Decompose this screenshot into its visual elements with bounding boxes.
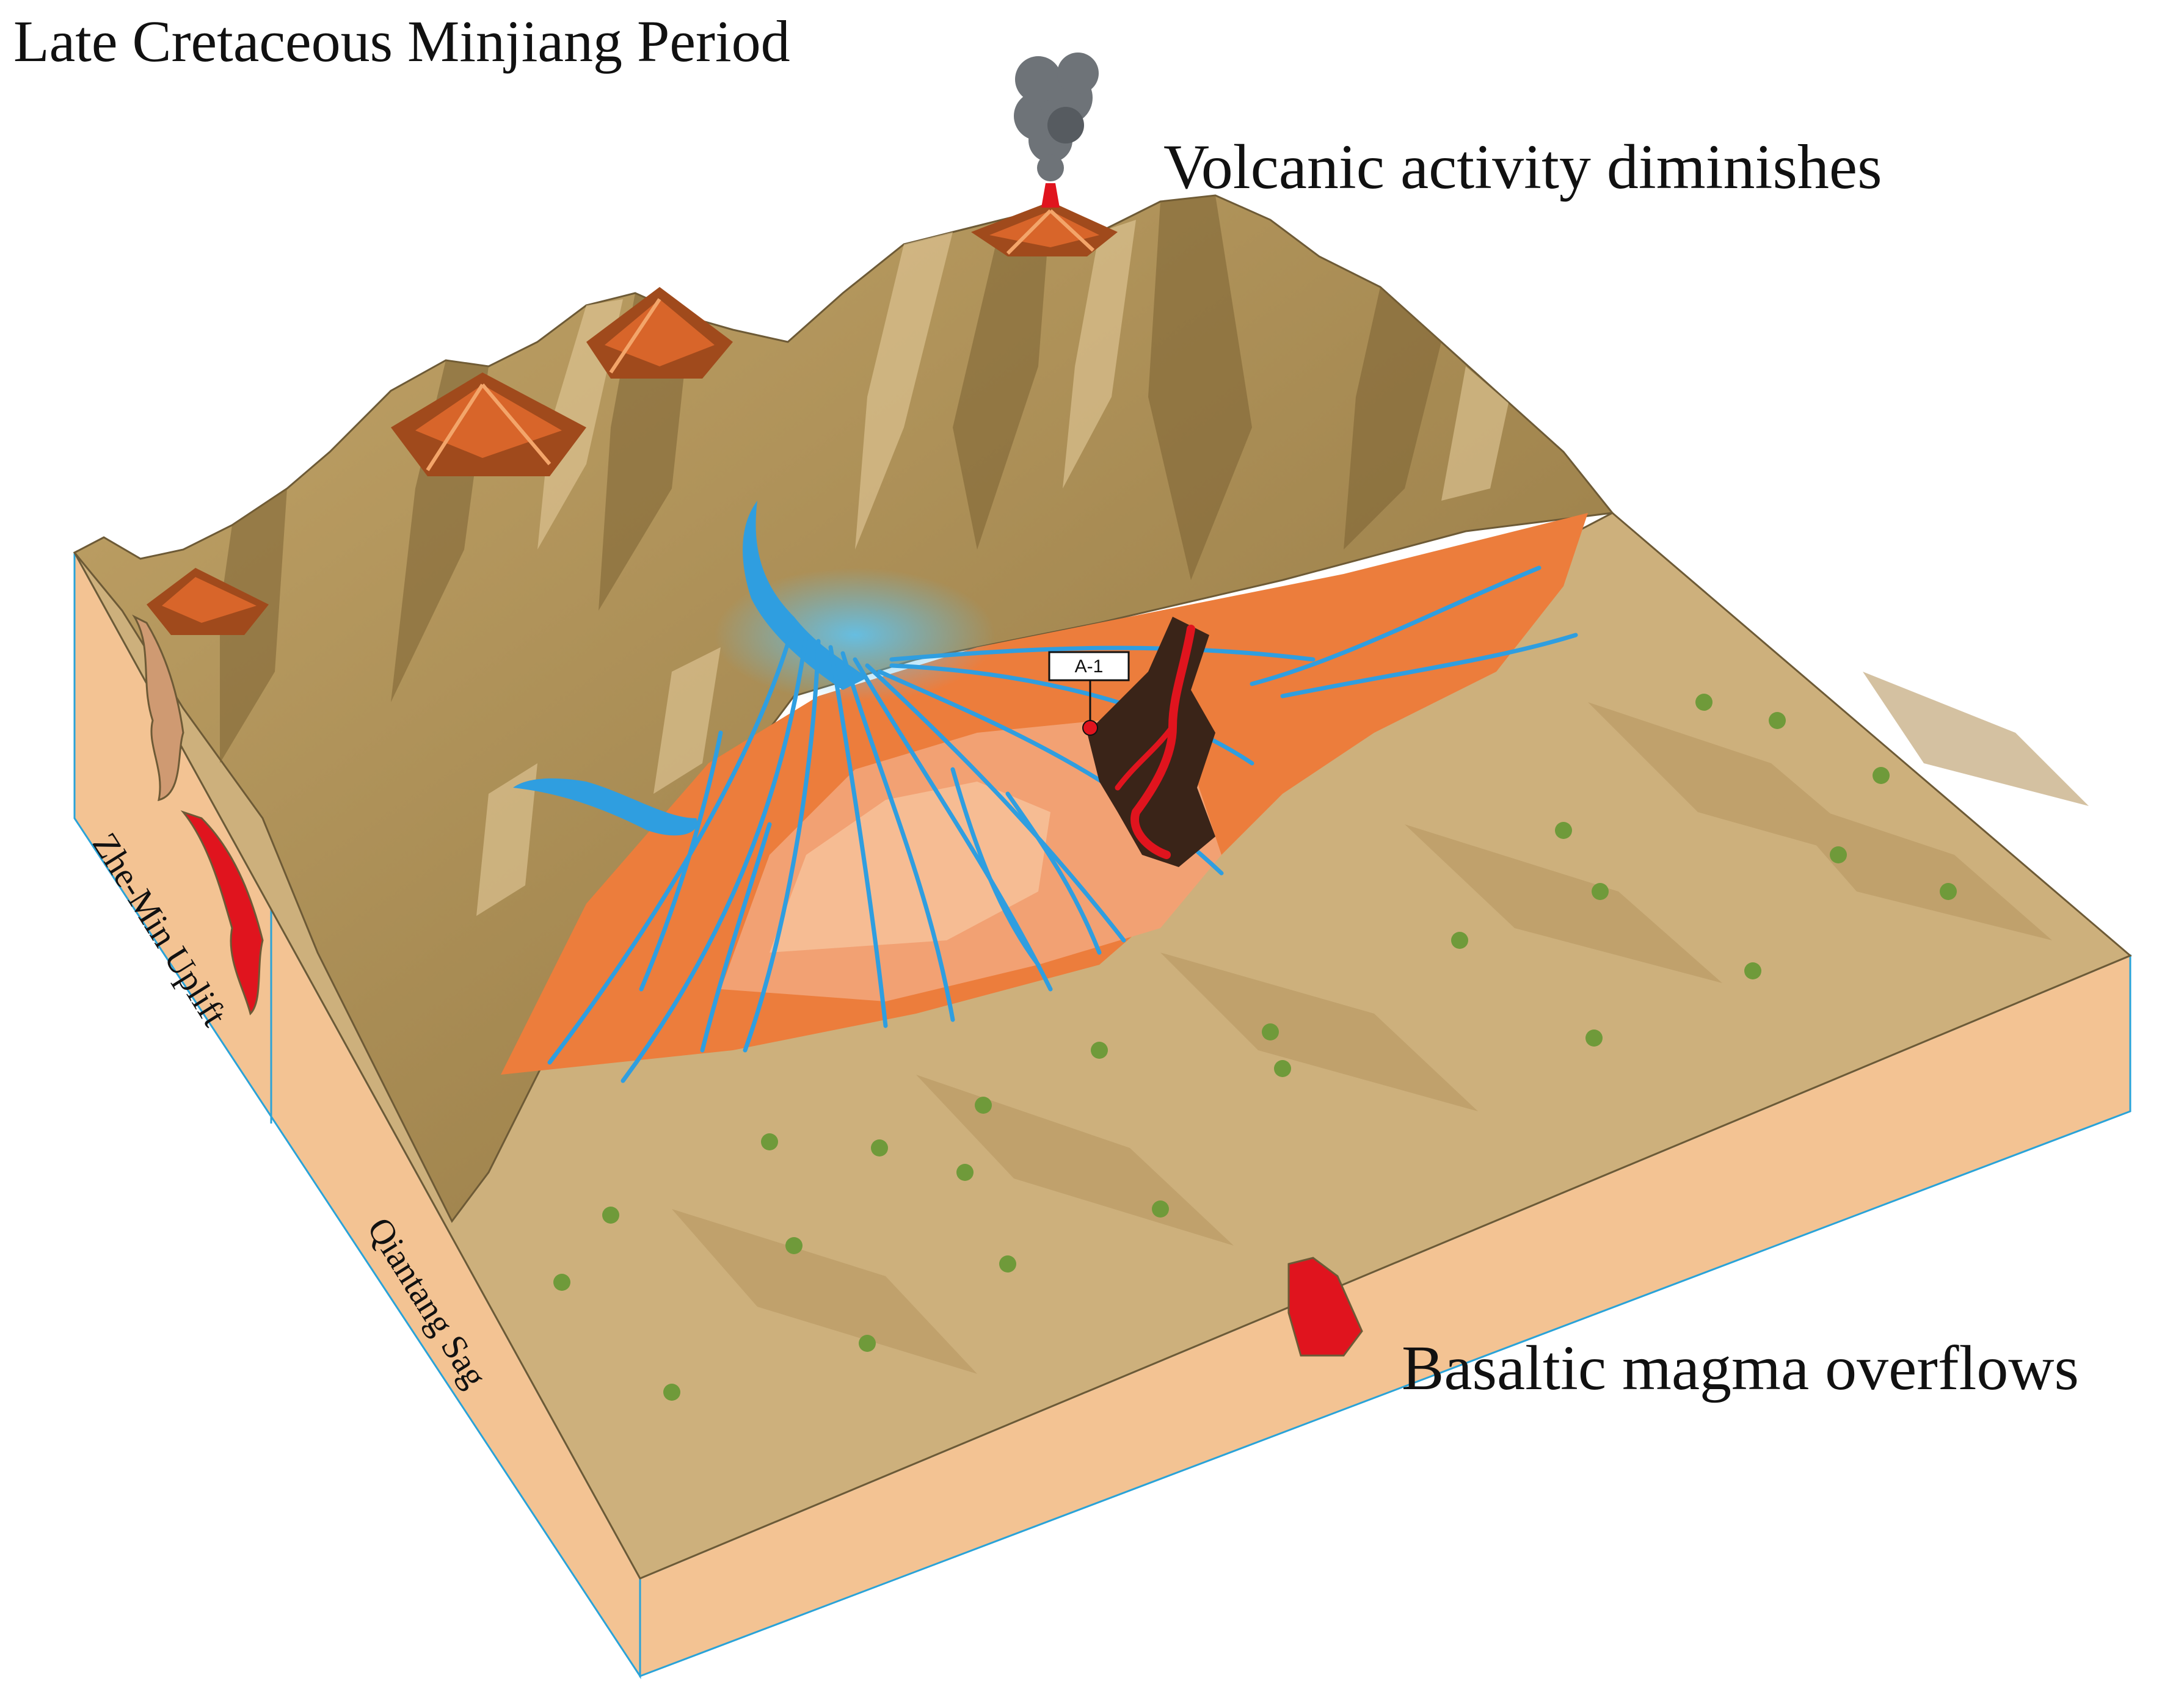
magma-dike-icon (180, 810, 264, 1015)
shrub-icon (553, 694, 1957, 1401)
side-lake (513, 778, 697, 836)
fan-lighter-core (770, 782, 1050, 953)
lava-vent (1041, 183, 1060, 208)
volcanic-annotation: Volcanic activity diminishes (1163, 132, 1882, 202)
eruption-plume-icon (1014, 53, 1099, 181)
page-title: Late Cretaceous Minjiang Period (13, 9, 790, 74)
volcano-icon (391, 372, 586, 476)
river-network (547, 565, 1578, 1083)
plain-streaks (672, 672, 2089, 1374)
volcano-icon (147, 568, 269, 635)
volcano-icon (586, 287, 733, 379)
magma-dike-icon (1287, 1257, 1363, 1357)
magma-dike-icon (132, 614, 184, 802)
volcano-icon (971, 202, 1118, 256)
well-label: A-1 (1075, 656, 1104, 677)
basalt-annotation: Basaltic magma overflows (1402, 1333, 2079, 1403)
lava-flow (1130, 625, 1195, 859)
well-marker: A-1 (1048, 651, 1130, 736)
lava-flow-branch (1115, 724, 1176, 791)
